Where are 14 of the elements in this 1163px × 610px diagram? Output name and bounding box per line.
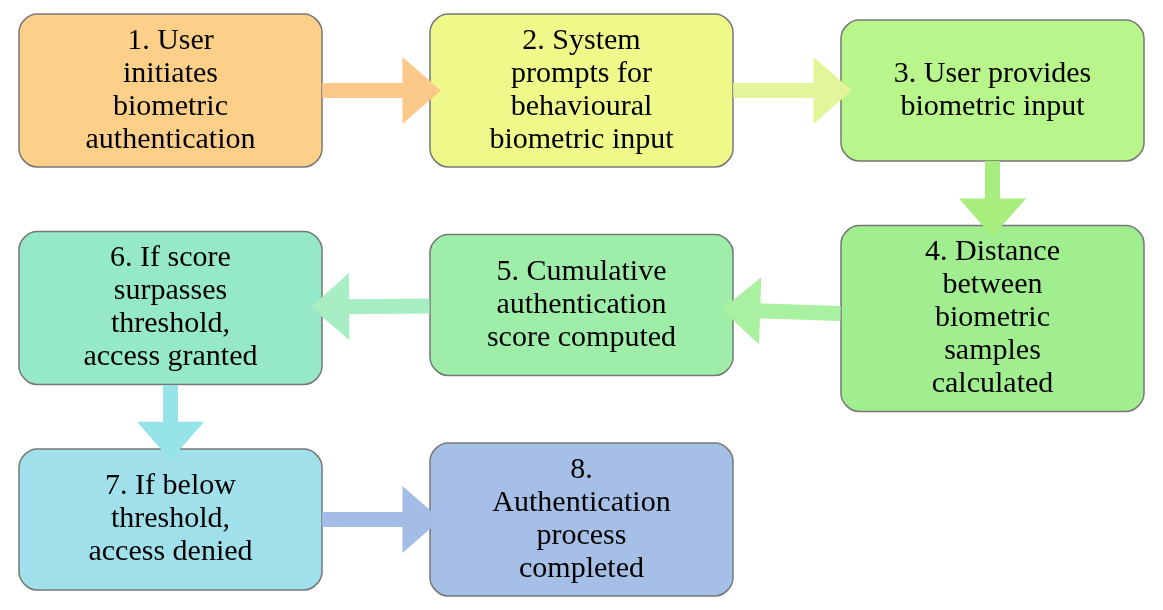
node-box: 2. System prompts for behavioural biometric input — [429, 13, 734, 168]
arrow — [721, 277, 841, 345]
arrow — [733, 56, 852, 125]
node-box: 6. If score surpasses threshold, access granted — [18, 230, 323, 386]
arrow — [310, 273, 430, 341]
node-box: 3. User provides biometric input — [840, 19, 1145, 162]
node-box: 7. If below threshold, access denied — [18, 448, 323, 591]
node-box: 8. Authentication process completed — [429, 442, 734, 597]
arrow — [958, 161, 1027, 237]
node-box: 5. Cumulative authentication score computed — [429, 233, 734, 377]
node-box: 4. Distance between biometric samples calculated — [840, 224, 1145, 413]
node-box: 1. User initiates biometric authentication — [18, 13, 323, 168]
arrow — [322, 56, 441, 125]
arrow — [136, 385, 205, 461]
